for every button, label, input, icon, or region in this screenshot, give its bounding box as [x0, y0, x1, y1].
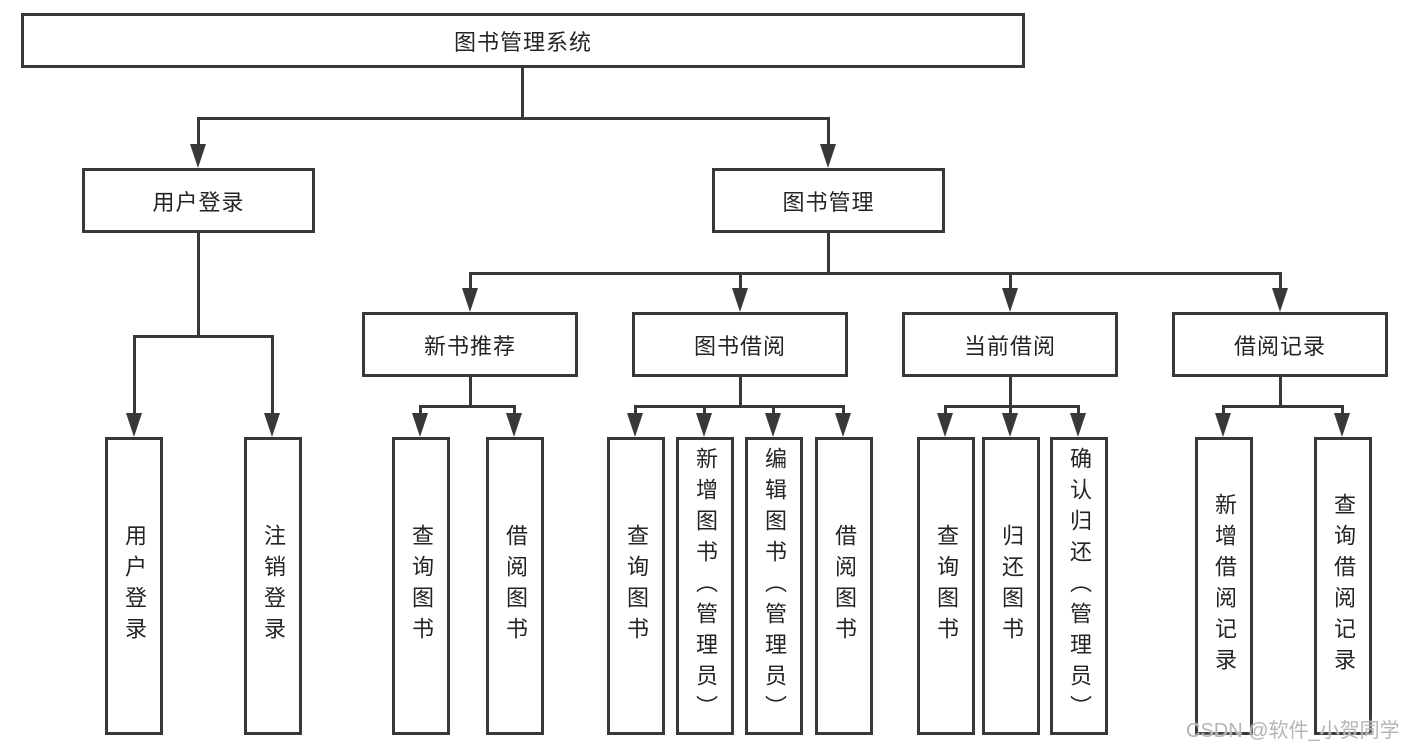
connector-line [513, 405, 516, 415]
node-label: 查询借阅记录 [1331, 493, 1356, 679]
connector-line [197, 117, 200, 146]
arrowhead-icon [264, 413, 280, 437]
node-current-borrowing: 当前借阅 [902, 312, 1118, 377]
node-edit-books-admin: 编辑图书（管理员） [745, 437, 803, 735]
node-label: 借阅图书 [503, 524, 528, 648]
connector-line [1009, 405, 1012, 415]
arrowhead-icon [937, 413, 953, 437]
node-user-login: 用户登录 [82, 168, 315, 233]
node-label: 用户登录 [152, 189, 245, 215]
node-label: 借阅记录 [1233, 333, 1326, 359]
arrowhead-icon [190, 144, 206, 168]
arrowhead-icon [1334, 413, 1350, 437]
node-label: 新增借阅记录 [1212, 493, 1237, 679]
node-logout: 注销登录 [244, 437, 302, 735]
connector-line [521, 68, 524, 117]
node-label: 图书借阅 [693, 333, 786, 359]
arrowhead-icon [820, 144, 836, 168]
connector-line [197, 117, 830, 120]
connector-line [944, 405, 1080, 408]
connector-line [739, 377, 742, 405]
node-add-borrow-record: 新增借阅记录 [1195, 437, 1253, 735]
arrowhead-icon [696, 413, 712, 437]
connector-line [1222, 405, 1343, 408]
connector-line [739, 272, 742, 290]
connector-line [469, 272, 1281, 275]
connector-line [469, 272, 472, 290]
node-label: 借阅图书 [832, 524, 857, 648]
node-borrowing-records: 借阅记录 [1172, 312, 1388, 377]
connector-line [1279, 377, 1282, 405]
node-label: 图书管理系统 [453, 29, 592, 55]
node-user-login-leaf: 用户登录 [105, 437, 163, 735]
node-label: 查询图书 [934, 524, 959, 648]
arrowhead-icon [126, 413, 142, 437]
connector-line [944, 405, 947, 415]
connector-line [634, 405, 637, 415]
connector-line [419, 405, 515, 408]
connector-line [271, 335, 274, 415]
node-confirm-return-admin: 确认归还（管理员） [1050, 437, 1108, 735]
node-borrow-books-2: 借阅图书 [815, 437, 873, 735]
node-label: 查询图书 [624, 524, 649, 648]
connector-line [842, 405, 845, 415]
node-label: 用户登录 [122, 524, 147, 648]
node-label: 新书推荐 [423, 333, 516, 359]
arrowhead-icon [765, 413, 781, 437]
connector-line [197, 233, 200, 335]
connector-line [133, 335, 273, 338]
csdn-watermark: CSDN @软件_小贺同学 [1186, 720, 1400, 742]
arrowhead-icon [1002, 288, 1018, 312]
arrowhead-icon [732, 288, 748, 312]
connector-line [1077, 405, 1080, 415]
connector-line [772, 405, 775, 415]
node-query-books-3: 查询图书 [917, 437, 975, 735]
node-query-borrow-record: 查询借阅记录 [1314, 437, 1372, 735]
node-return-books: 归还图书 [982, 437, 1040, 735]
node-label: 归还图书 [999, 524, 1024, 648]
node-add-books-admin: 新增图书（管理员） [676, 437, 734, 735]
node-label: 图书管理 [782, 189, 875, 215]
arrowhead-icon [627, 413, 643, 437]
arrowhead-icon [1272, 288, 1288, 312]
arrowhead-icon [1215, 413, 1231, 437]
connector-line [634, 405, 844, 408]
arrowhead-icon [835, 413, 851, 437]
arrowhead-icon [462, 288, 478, 312]
node-label: 查询图书 [409, 524, 434, 648]
node-label: 当前借阅 [963, 333, 1056, 359]
connector-line [703, 405, 706, 415]
node-new-book-recommend: 新书推荐 [362, 312, 578, 377]
node-borrow-books-1: 借阅图书 [486, 437, 544, 735]
connector-line [1279, 272, 1282, 290]
connector-line [1009, 377, 1012, 405]
node-label: 编辑图书（管理员） [762, 446, 787, 726]
node-book-borrowing: 图书借阅 [632, 312, 848, 377]
node-query-books-2: 查询图书 [607, 437, 665, 735]
node-book-management: 图书管理 [712, 168, 945, 233]
node-query-books-1: 查询图书 [392, 437, 450, 735]
connector-line [1341, 405, 1344, 415]
connector-line [469, 377, 472, 405]
node-library-management-system: 图书管理系统 [21, 13, 1025, 68]
node-label: 注销登录 [261, 524, 286, 648]
connector-line [1009, 272, 1012, 290]
node-label: 新增图书（管理员） [693, 446, 718, 726]
connector-line [419, 405, 422, 415]
node-label: 确认归还（管理员） [1067, 446, 1092, 726]
arrowhead-icon [1070, 413, 1086, 437]
connector-line [827, 233, 830, 272]
arrowhead-icon [412, 413, 428, 437]
arrowhead-icon [1002, 413, 1018, 437]
connector-line [827, 117, 830, 146]
connector-line [133, 335, 136, 415]
connector-line [1222, 405, 1225, 415]
arrowhead-icon [506, 413, 522, 437]
